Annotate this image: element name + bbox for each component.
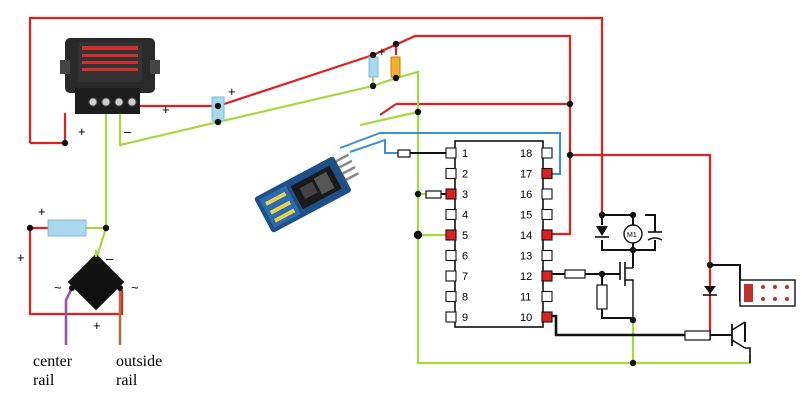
wire-bt-ground <box>359 110 419 127</box>
ic-pin-5 <box>445 229 457 241</box>
ic-pin-16 <box>541 188 553 200</box>
ic-pin-label-16: 16 <box>520 189 532 201</box>
ic-pin-4 <box>445 208 457 221</box>
ic-pin-18 <box>541 147 553 159</box>
wire-reg-out <box>135 53 374 108</box>
wire-bt-tx <box>339 132 561 175</box>
wire-bus-end <box>379 103 397 116</box>
wire-cap-bottom <box>633 240 656 251</box>
plus-regulator-out: + <box>162 102 170 117</box>
ic-pin-label-4: 4 <box>462 210 468 222</box>
wire-gate-pull <box>601 308 633 319</box>
wire-bridge-plus <box>28 290 122 350</box>
ic-pin-12 <box>541 270 553 282</box>
ic-pin-11 <box>541 290 553 303</box>
diode-motor <box>596 226 608 236</box>
ic-pin-3 <box>445 188 457 200</box>
plus-input: + <box>38 204 46 219</box>
motor-driver: M1 <box>595 224 663 320</box>
ic-pin-label-1: 1 <box>462 148 468 160</box>
wire-relay-power <box>570 153 712 340</box>
wire-reg-ground <box>94 113 108 261</box>
resistor-input <box>47 219 87 237</box>
ic-pin-10 <box>541 311 553 323</box>
ground-wires <box>85 70 752 365</box>
relay-driver <box>703 279 796 363</box>
ic-pin-label-6: 6 <box>462 251 468 263</box>
plus-left: + <box>17 250 25 265</box>
wire-left-plus <box>28 228 78 316</box>
wire-top-loop <box>28 16 604 215</box>
plus-bridge: + <box>93 318 101 333</box>
ic-pin-label-8: 8 <box>462 292 468 304</box>
wire-bridge-plus-2 <box>78 290 124 316</box>
junction-dots <box>26 40 714 367</box>
ic-pin-14 <box>541 229 553 241</box>
ic-pin-label-7: 7 <box>462 271 468 283</box>
plus-cap: + <box>378 44 386 59</box>
ic-pin-label-11: 11 <box>520 292 531 304</box>
minus-bridge: – <box>106 251 114 266</box>
center-rail-label-2: rail <box>33 372 55 389</box>
ic-pin-label-2: 2 <box>462 169 468 181</box>
wire-center-rail <box>64 287 74 345</box>
resistor-pin3 <box>425 190 442 199</box>
ic-pin-9 <box>445 311 457 323</box>
ic-pin-13 <box>541 249 553 262</box>
rail-labels: center rail outside rail <box>33 353 162 389</box>
plus-resistor: + <box>228 84 236 99</box>
ic-pin-label-12: 12 <box>520 271 532 283</box>
wire-bt-rx <box>349 138 398 154</box>
ic-pin-8 <box>445 290 457 303</box>
wire-cap-top <box>645 214 656 232</box>
ic-pin-label-9: 9 <box>462 312 468 324</box>
ic-pin-7 <box>445 270 457 282</box>
bluetooth-module <box>254 153 359 233</box>
wire-diode-bottom <box>601 240 633 251</box>
signal-wires <box>339 132 561 175</box>
ic-pin-label-17: 17 <box>520 169 532 181</box>
resistor-gate <box>564 269 586 279</box>
resistor-pin1 <box>397 149 411 158</box>
wire-to-pin14 <box>372 34 572 236</box>
minus-regulator: – <box>124 124 132 139</box>
ic-pin-label-3: 3 <box>462 189 468 201</box>
resistor-base <box>684 330 711 341</box>
ic-pin-17 <box>541 167 553 180</box>
outside-rail-label-1: outside <box>116 353 162 370</box>
outside-rail-label-2: rail <box>116 372 138 389</box>
ic-pin-1 <box>445 147 457 159</box>
tilde-right: ~ <box>131 280 139 295</box>
voltage-regulator-module <box>60 38 160 114</box>
capacitor-yellow <box>390 56 401 78</box>
center-rail-label-1: center <box>33 353 73 370</box>
ic-pin-label-10: 10 <box>520 312 532 324</box>
diode-relay <box>704 286 716 294</box>
resistor-pulldown <box>596 284 608 310</box>
ic-pin-label-14: 14 <box>520 230 532 242</box>
capacitor-blue <box>368 56 379 78</box>
resistors <box>47 56 711 341</box>
ic-pin-15 <box>541 208 553 221</box>
ic-pin-label-5: 5 <box>462 230 468 242</box>
ic-pin-label-18: 18 <box>520 148 532 160</box>
ic-pin-label-13: 13 <box>520 251 532 263</box>
wire-reg-plus <box>30 113 67 145</box>
ic-pin-6 <box>445 249 457 262</box>
ic-pin-2 <box>445 167 457 180</box>
plus-regulator: + <box>78 124 86 139</box>
motor-label: M1 <box>627 232 637 239</box>
symbols: + – + + + + + – ~ ~ + <box>17 44 386 333</box>
motor <box>623 224 643 244</box>
ic-pin-label-15: 15 <box>520 210 532 222</box>
wire-pin10 <box>552 314 685 337</box>
tilde-left: ~ <box>54 280 62 295</box>
